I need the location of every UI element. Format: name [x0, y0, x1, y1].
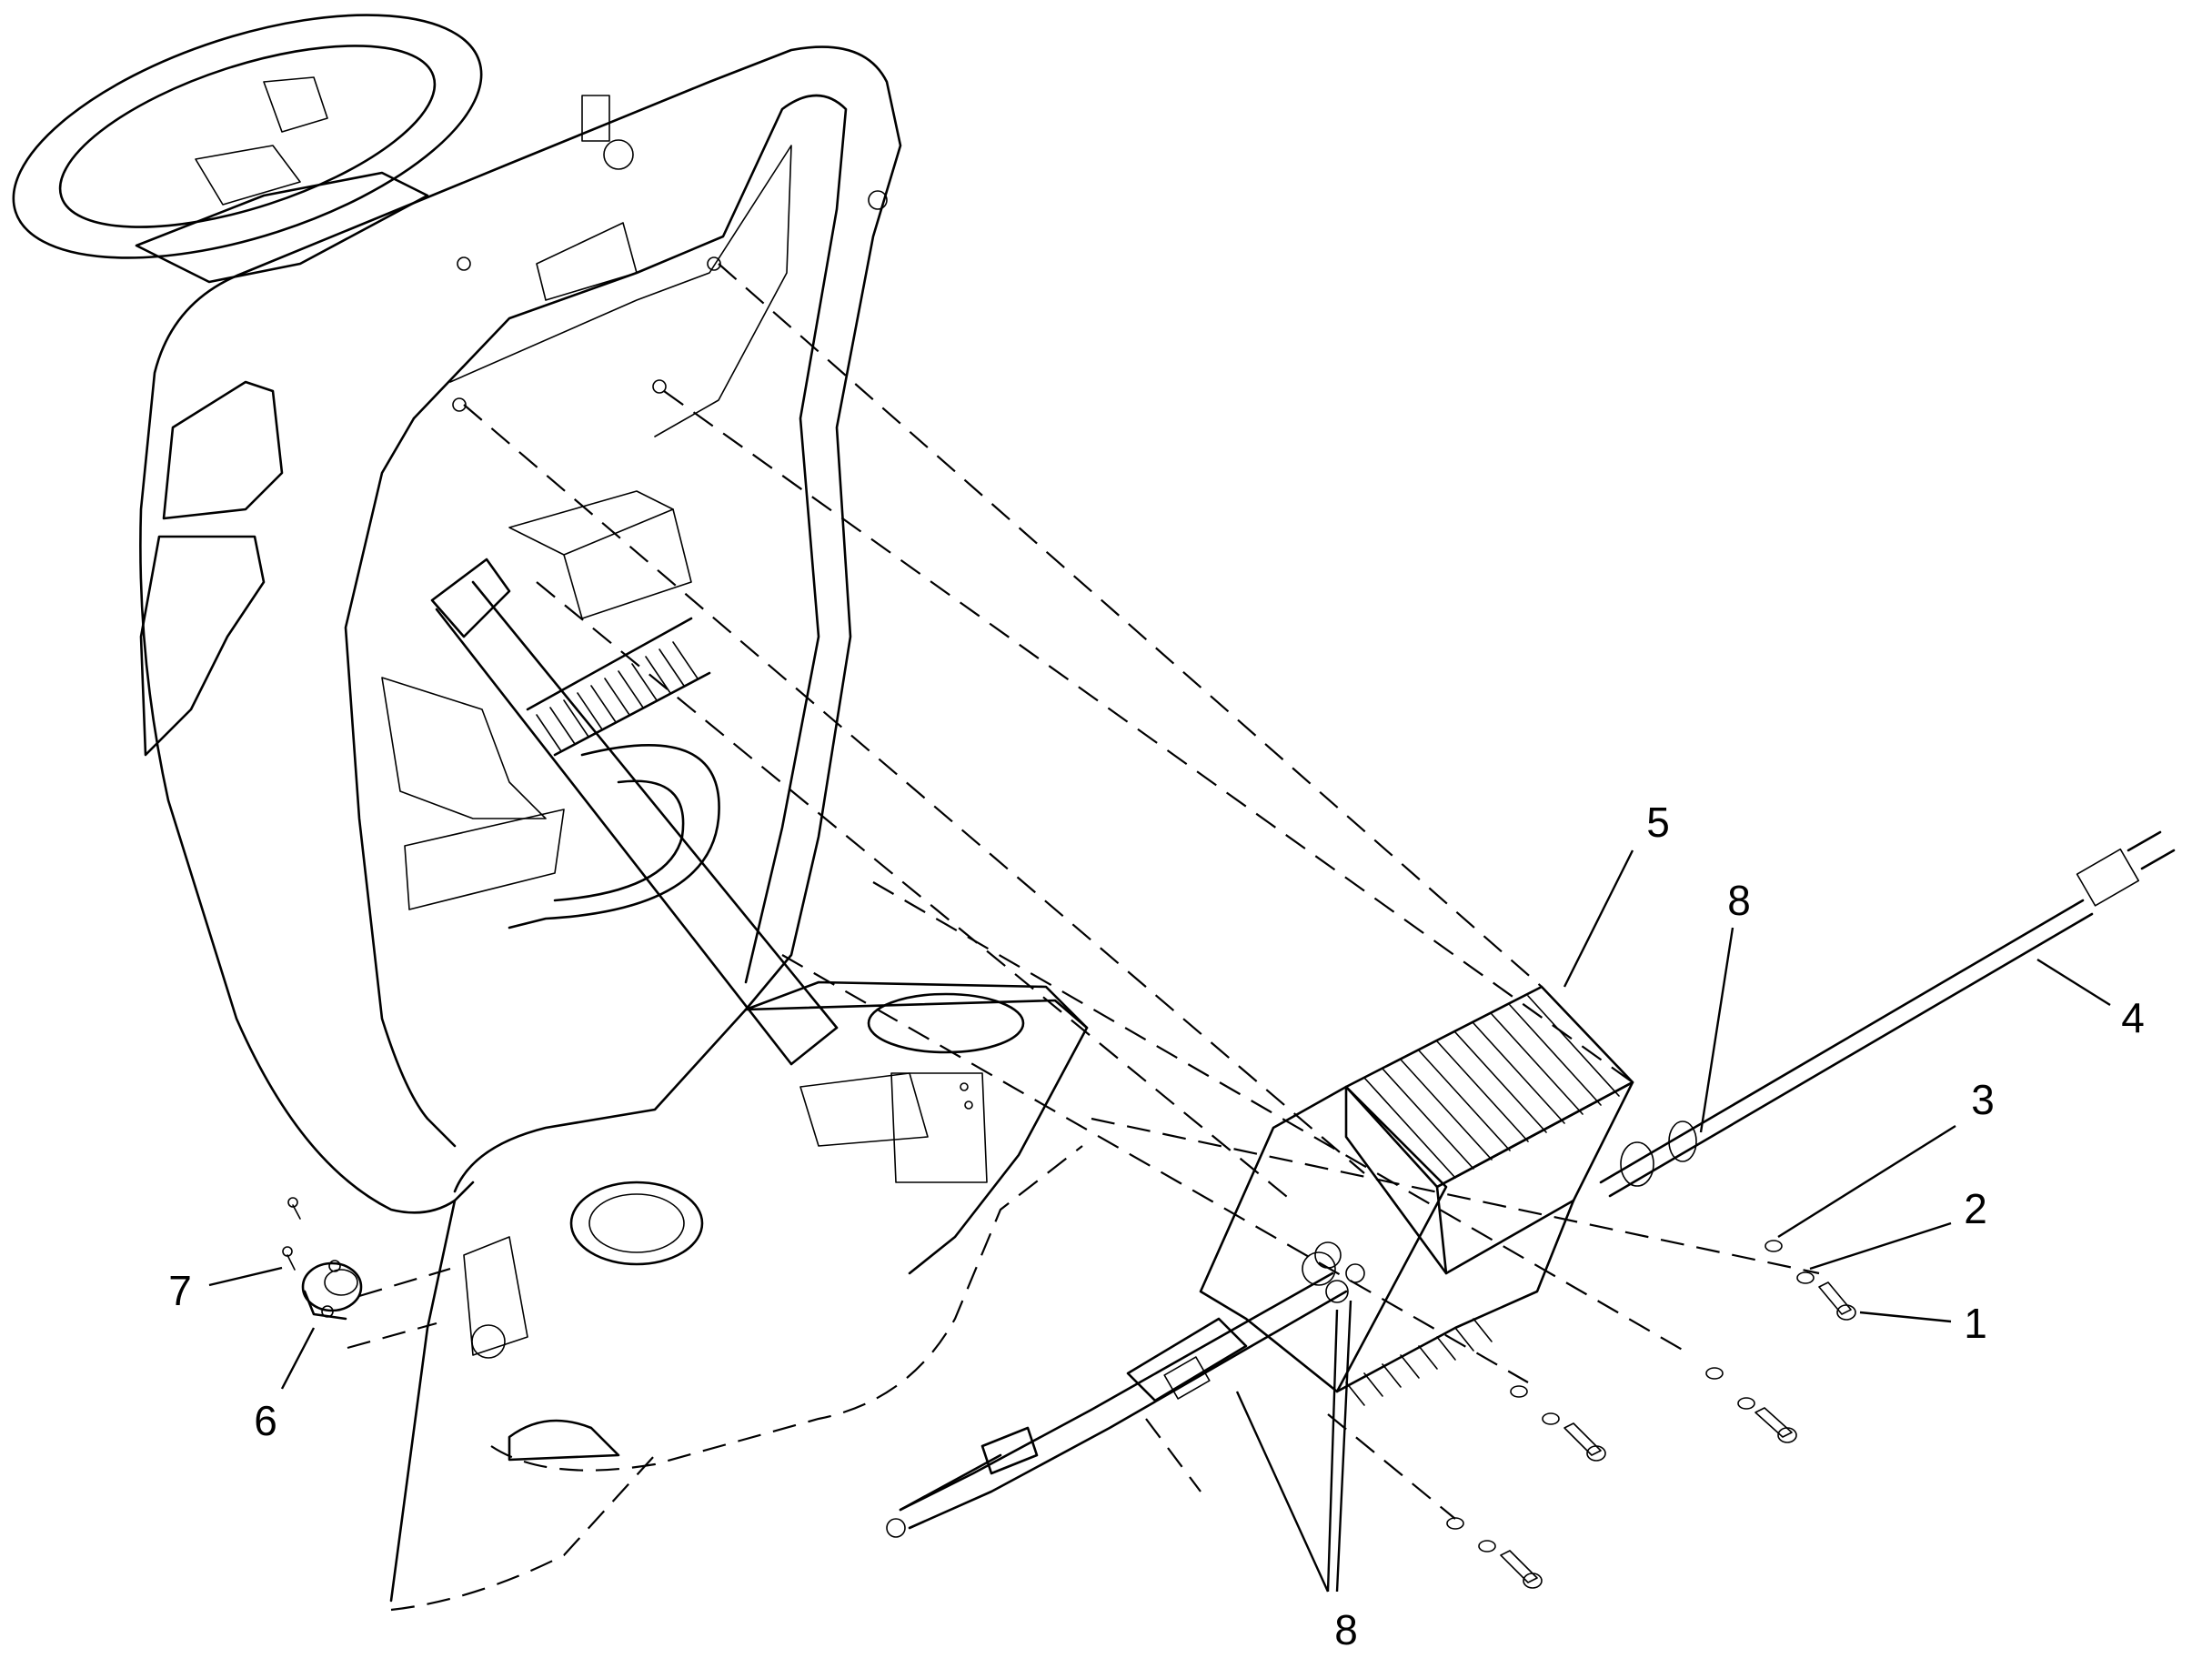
floor-base [389, 980, 1089, 1612]
callout-8-upper: 8 [1727, 877, 1751, 924]
dashboard-console [139, 45, 902, 1214]
callout-8-lower: 8 [1334, 1606, 1358, 1653]
hardware-stack-right [1765, 1240, 1856, 1321]
callout-5: 5 [1646, 799, 1670, 846]
hardware-stack-bottom [1446, 1517, 1543, 1589]
output-leads [886, 1251, 1349, 1538]
power-cord [1599, 830, 2176, 1198]
strain-relief-clamp [282, 1197, 451, 1350]
hardware-stack-middle [1510, 1385, 1606, 1462]
callout-3: 3 [1971, 1076, 1995, 1123]
callout-1: 1 [1964, 1300, 1987, 1347]
callout-6: 6 [254, 1397, 277, 1444]
callout-2: 2 [1964, 1185, 1987, 1232]
explosion-lines [463, 263, 1820, 1520]
callout-7: 7 [168, 1267, 192, 1314]
hardware-stack-lower-right [1705, 1367, 1797, 1443]
steering-column [381, 490, 839, 1066]
battery-charger [1199, 985, 1634, 1406]
callout-4: 4 [2121, 994, 2145, 1041]
callouts: 1 2 3 4 5 6 7 8 8 [168, 799, 2145, 1653]
leader-lines [208, 849, 2111, 1593]
steering-wheel [12, 14, 483, 284]
